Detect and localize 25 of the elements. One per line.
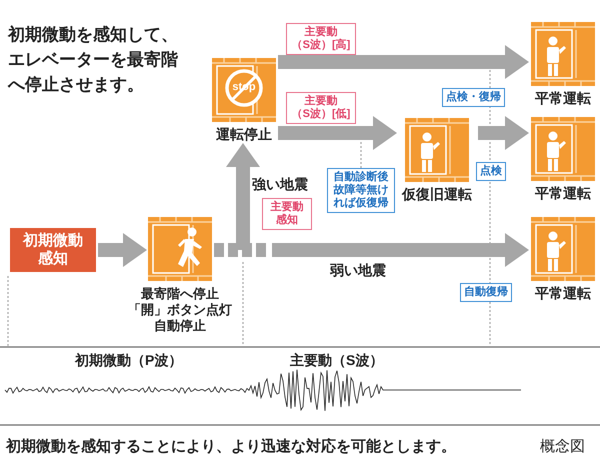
node-caption: 平常運転 bbox=[534, 285, 592, 301]
status-tag: 自動復帰 bbox=[460, 283, 512, 302]
edge-label: 強い地震 bbox=[252, 176, 308, 194]
arrow bbox=[478, 116, 529, 150]
wave-label: 主要動（S波） bbox=[290, 352, 384, 370]
node-caption: 運転停止 bbox=[215, 126, 273, 142]
note-tag: 自動診断後故障等無ければ仮復帰 bbox=[327, 168, 395, 213]
node-caption: 最寄階へ停止「開」ボタン点灯自動停止 bbox=[127, 286, 233, 334]
figure-note: 概念図 bbox=[540, 437, 585, 456]
status-tag: 点検 bbox=[476, 162, 506, 181]
edge-label: 主要動（S波）[低] bbox=[286, 92, 356, 124]
arrow bbox=[278, 45, 529, 79]
node-caption: 平常運転 bbox=[534, 185, 592, 201]
edge-label: 弱い地震 bbox=[330, 262, 386, 280]
leader-line bbox=[360, 140, 362, 168]
edge-label: 主要動（S波）[高] bbox=[286, 23, 356, 55]
node-caption: 平常運転 bbox=[534, 90, 592, 106]
arrow bbox=[98, 233, 147, 267]
alert-box: 初期微動感知 bbox=[10, 228, 96, 272]
intro-text: 初期微動を感知して、エレベーターを最寄階へ停止させます。 bbox=[8, 24, 179, 96]
caption: 初期微動を感知することにより、より迅速な対応を可能とします。 bbox=[6, 437, 456, 456]
status-tag: 点検・復帰 bbox=[442, 88, 505, 107]
wave-label: 初期微動（P波） bbox=[75, 352, 182, 370]
note-tag: 主要動感知 bbox=[262, 198, 312, 230]
node-caption: 仮復旧運転 bbox=[400, 186, 473, 202]
